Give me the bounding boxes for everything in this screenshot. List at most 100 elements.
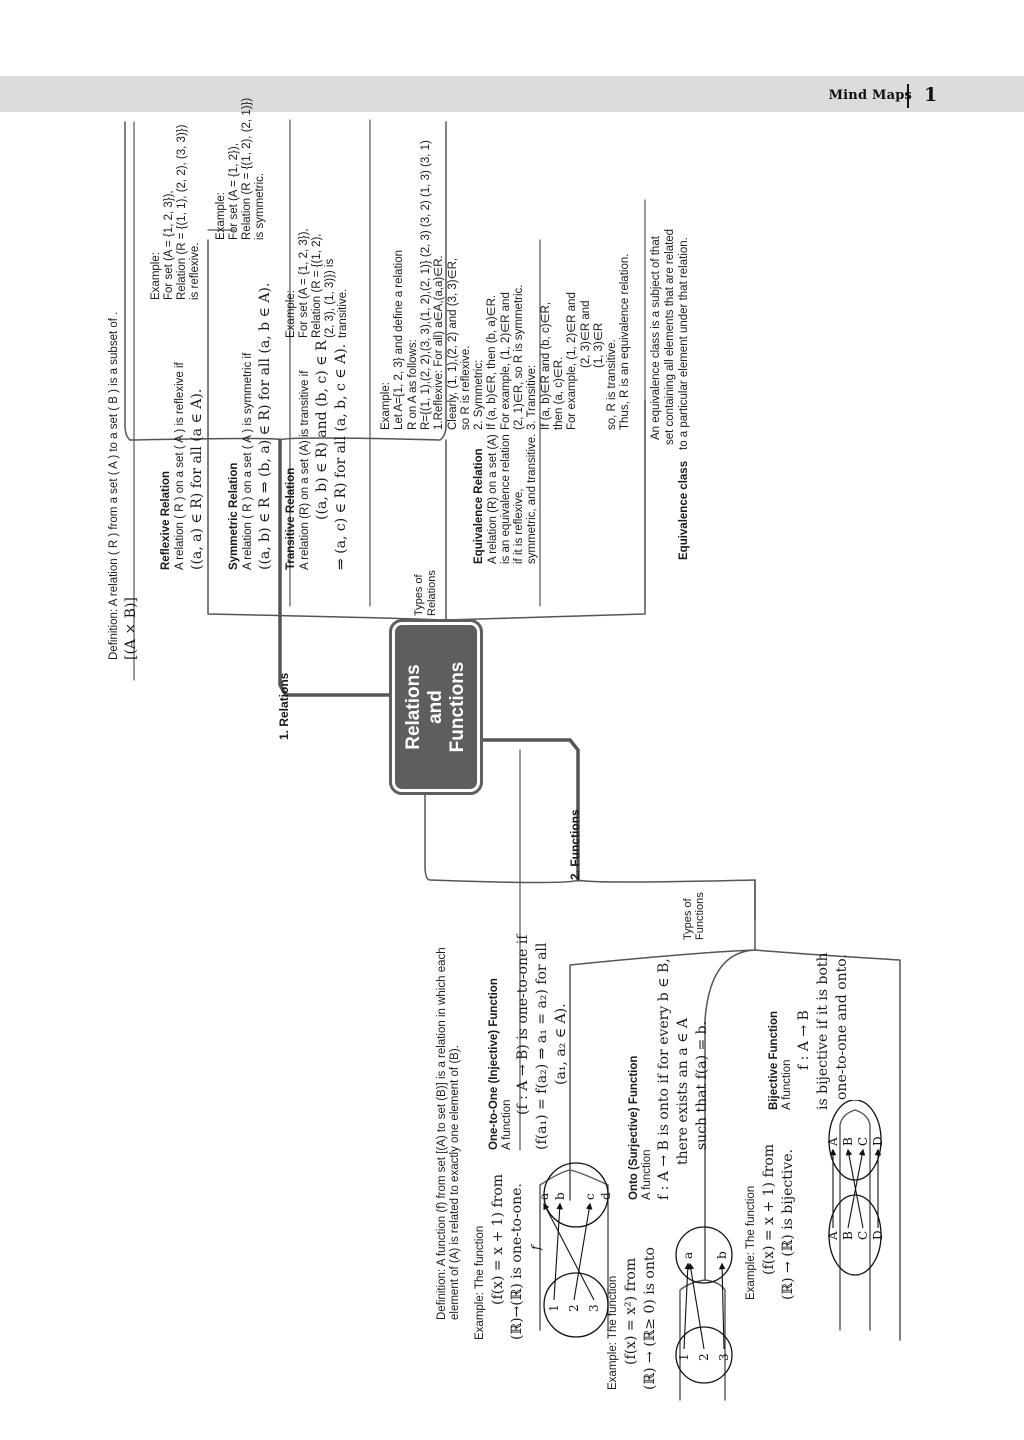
bracket-injective-example xyxy=(539,1169,609,1331)
codomain-element: d xyxy=(599,1192,613,1200)
surjective-mapping-diagram: 1 2 3 a b xyxy=(675,1226,733,1384)
injective-example-0: Example: The function xyxy=(474,1225,486,1340)
branch-label-functions: 2. Functions xyxy=(568,809,582,880)
domain-element: A xyxy=(826,1231,840,1241)
types-of-functions-label-2: Functions xyxy=(694,892,706,940)
central-topic-line2: and xyxy=(425,690,446,724)
equivalence-example-line: Let A={1, 2, 3} and define a relation xyxy=(393,250,406,430)
bijective-mapping-diagram: A B C D A B C D xyxy=(826,1100,885,1276)
central-topic-line1: Relations xyxy=(403,664,424,750)
mapping-arrow xyxy=(718,1262,726,1350)
equivalence-desc-0: A relation (R) on a set (A) xyxy=(487,434,499,564)
connector-center-relations xyxy=(278,438,394,697)
transitive-example-3: (2, 3), (1, 3)}) is xyxy=(324,258,336,338)
domain-element: 2 xyxy=(697,1353,711,1361)
codomain-element: A xyxy=(826,1137,840,1147)
surjective-example-1: (f(x) = x²) from xyxy=(623,1257,639,1365)
surjective-title: Onto (Surjective) Function xyxy=(628,1055,640,1200)
codomain-element: D xyxy=(871,1136,885,1146)
domain-element: 3 xyxy=(717,1353,731,1361)
equivalence-example-line: 2. Symmetric: xyxy=(473,359,486,430)
transitive-desc: A relation (R) on a set (A) is transitiv… xyxy=(299,370,311,570)
codomain-circle xyxy=(543,1162,609,1228)
symmetric-example-2: Relation (R = {(1, 2), (2, 1)}) xyxy=(241,97,253,240)
reflexive-title: Reflexive Relation xyxy=(160,470,172,570)
page-number: 1 xyxy=(924,84,938,106)
domain-element: D xyxy=(871,1230,885,1240)
equivalence-example-line: 3. Transitive: xyxy=(526,364,539,430)
equivalence-class-desc-0: An equivalence class is a subject of tha… xyxy=(650,236,662,440)
domain-circle xyxy=(675,1326,733,1384)
codomain-circle xyxy=(675,1226,733,1284)
functions-definition-line2: element of (A) is related to exactly one… xyxy=(449,1045,461,1320)
domain-element: 3 xyxy=(587,1304,601,1312)
equivalence-example-line: 1.Reflexive: For all) a∈A,(a,a)∈R. xyxy=(433,255,446,430)
bijective-example-1: (f(x) = x + 1) from xyxy=(761,1143,777,1275)
bracket-types-functions xyxy=(569,949,901,1341)
bracket-types-relations xyxy=(207,239,646,621)
domain-element: 1 xyxy=(547,1304,561,1312)
mapping-arrow xyxy=(553,1202,563,1301)
codomain-element: b xyxy=(553,1192,567,1200)
equivalence-example-line: (1, 3)∈R xyxy=(592,322,605,368)
codomain-element: a xyxy=(681,1252,695,1259)
injective-mapping-diagram: 1 2 3 a b c d f xyxy=(529,1162,613,1338)
equivalence-example-line: If (a, b)∈R and (b, c)∈R, xyxy=(539,301,552,430)
reflexive-example-2: Relation (R = {(1, 1), (2, 2), (3, 3)}) xyxy=(176,124,188,300)
transitive-formula-1: ((a, b) ∈ R) and (b, c) ∈ R xyxy=(314,340,330,520)
domain-ellipse xyxy=(828,1194,882,1276)
bijective-formula-3: one-to-one and onto. xyxy=(834,954,850,1100)
codomain-element: c xyxy=(583,1193,597,1200)
equivalence-class-title: Equivalence class xyxy=(678,460,690,560)
function-label: f xyxy=(529,1243,543,1251)
equivalence-desc-3: symmetric, and transitive. xyxy=(526,433,538,564)
equivalence-example-line: so, R is transitive. xyxy=(606,339,619,430)
header-divider xyxy=(907,84,909,108)
equivalence-example-line: If (a, b)∈R, then (b, a)∈R. xyxy=(486,294,499,430)
mapping-arrow xyxy=(573,1202,593,1301)
domain-circle xyxy=(543,1272,609,1338)
injective-example-2: (ℝ)→(ℝ) is one-to-one. xyxy=(509,1183,525,1340)
codomain-ellipse xyxy=(828,1100,882,1181)
injective-example-1: (f(x) = x + 1) from xyxy=(490,1173,506,1305)
reflexive-example-1: For set (A = {1, 2, 3}), xyxy=(163,190,175,300)
equivalence-example-line: (2, 1)∈R, so R is symmetric. xyxy=(513,284,525,430)
codomain-element: b xyxy=(715,1251,729,1259)
symmetric-example-0: Example: xyxy=(215,192,227,240)
connector-lines xyxy=(124,119,901,1401)
symmetric-desc: A relation ( R ) on a set ( A ) is symme… xyxy=(242,352,254,570)
mind-map: Relations and Functions 1. Relations Def… xyxy=(100,98,1024,1440)
codomain-element: B xyxy=(841,1137,855,1146)
equivalence-class-desc-1: set containing all elements that are rel… xyxy=(664,228,676,445)
bracket-relations xyxy=(124,121,447,441)
surjective-formula-2: there exists an a ∈ A xyxy=(675,1018,691,1165)
symmetric-formula: ((a, b) ∈ R ⇒ (b, a) ∈ R) for all (a, b … xyxy=(257,282,273,570)
bracket-bijective-example xyxy=(839,1109,871,1331)
branch-label-relations: 1. Relations xyxy=(277,672,291,740)
mapping-arrow xyxy=(687,1262,705,1350)
bijective-formula-1: f : A → B xyxy=(796,1010,812,1070)
transitive-example-1: For set (A = {1, 2, 3}), xyxy=(298,228,310,338)
domain-element: 2 xyxy=(567,1304,581,1312)
central-topic-line3: Functions xyxy=(447,661,468,753)
mapping-arrow xyxy=(683,1262,692,1350)
injective-desc: A function xyxy=(501,1099,513,1150)
reflexive-example-3: is reflexive. xyxy=(189,242,201,300)
equivalence-desc-2: if it is reflexive, xyxy=(513,488,525,564)
equivalence-title: Equivalence Relation xyxy=(473,448,485,564)
symmetric-example-1: For set (A = {1, 2}), xyxy=(228,143,240,240)
surjective-desc: A function xyxy=(641,1149,653,1200)
injective-formula-1: (f : A → B) is one-to-one if xyxy=(515,934,531,1115)
surjective-formula-1: f : A → B is onto if for every b ∈ B, xyxy=(656,958,672,1200)
functions-definition-line1: Definition: A function (f) from set [(A)… xyxy=(436,947,448,1320)
domain-element: B xyxy=(841,1231,855,1240)
symmetric-title: Symmetric Relation xyxy=(228,462,240,570)
reflexive-example-0: Example: xyxy=(150,252,162,300)
equivalence-example-line: (2, 3)∈R and xyxy=(579,300,592,368)
types-of-relations-label-2: Relations xyxy=(426,570,438,616)
transitive-example-2: Relation (R = {(1, 2), xyxy=(311,233,323,338)
connector-center-functions xyxy=(476,738,580,882)
symmetric-example-3: is symmetric. xyxy=(254,172,266,240)
central-topic: Relations and Functions xyxy=(390,616,482,798)
injective-title: One-to-One (Injective) Function xyxy=(488,978,500,1150)
